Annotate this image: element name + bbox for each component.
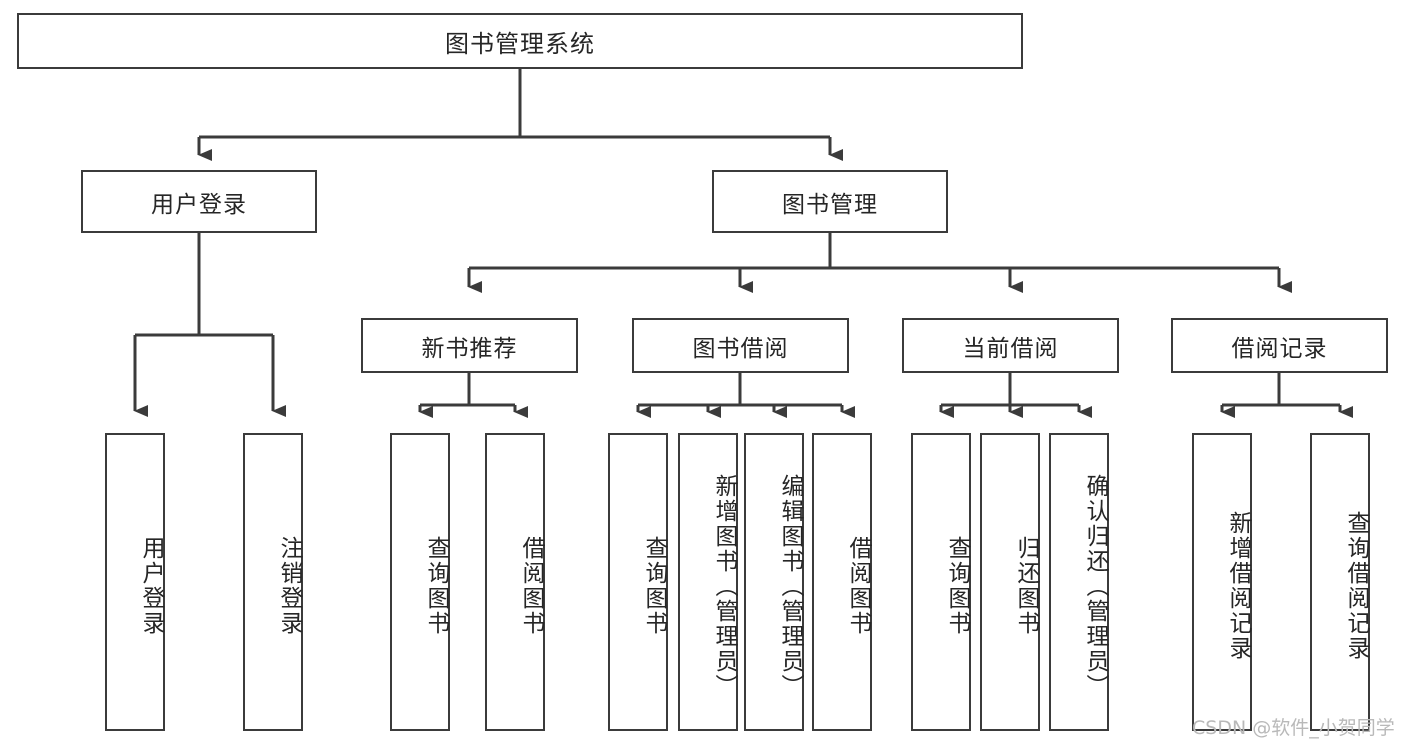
leaf-label: 注销登录	[276, 536, 302, 636]
leaf-label: 查询图书	[641, 536, 667, 636]
leaf-label: 新增图书（管理员）	[711, 473, 737, 699]
node-book-borrow[interactable]: 图书借阅	[632, 318, 849, 373]
node-label: 新书推荐	[421, 335, 518, 362]
leaf-label: 确认归还（管理员）	[1082, 473, 1108, 699]
leaf-query-borrow-record[interactable]: 查询借阅记录	[1310, 433, 1370, 731]
leaf-borrow-book-recommend[interactable]: 借阅图书	[485, 433, 545, 731]
node-label: 用户登录	[151, 191, 247, 218]
leaf-confirm-return-admin[interactable]: 确认归还（管理员）	[1049, 433, 1109, 731]
leaf-label: 借阅图书	[518, 536, 544, 636]
leaf-query-book-recommend[interactable]: 查询图书	[390, 433, 450, 731]
leaf-add-book-admin[interactable]: 新增图书（管理员）	[678, 433, 738, 731]
node-book-management[interactable]: 图书管理	[712, 170, 948, 233]
leaf-return-book[interactable]: 归还图书	[980, 433, 1040, 731]
leaf-label: 新增借阅记录	[1225, 511, 1251, 661]
node-label: 借阅记录	[1231, 335, 1328, 362]
leaf-query-book-current[interactable]: 查询图书	[911, 433, 971, 731]
node-label: 图书借阅	[692, 335, 789, 362]
leaf-add-borrow-record[interactable]: 新增借阅记录	[1192, 433, 1252, 731]
leaf-label: 查询图书	[423, 536, 449, 636]
leaf-label: 查询借阅记录	[1343, 511, 1369, 661]
leaf-label: 查询图书	[944, 536, 970, 636]
leaf-label: 编辑图书（管理员）	[777, 473, 803, 699]
node-new-book-recommend[interactable]: 新书推荐	[361, 318, 578, 373]
node-root[interactable]: 图书管理系统	[17, 13, 1023, 69]
node-borrow-record[interactable]: 借阅记录	[1171, 318, 1388, 373]
node-root-label: 图书管理系统	[445, 29, 595, 58]
leaf-label: 借阅图书	[845, 536, 871, 636]
leaf-user-login[interactable]: 用户登录	[105, 433, 165, 731]
node-current-borrow[interactable]: 当前借阅	[902, 318, 1119, 373]
node-label: 当前借阅	[962, 335, 1059, 362]
node-user-login[interactable]: 用户登录	[81, 170, 317, 233]
leaf-borrow-book[interactable]: 借阅图书	[812, 433, 872, 731]
leaf-label: 归还图书	[1013, 536, 1039, 636]
csdn-watermark: CSDN @软件_小贺同学	[1192, 717, 1395, 739]
leaf-edit-book-admin[interactable]: 编辑图书（管理员）	[744, 433, 804, 731]
leaf-label: 用户登录	[138, 536, 164, 636]
leaf-query-book-borrow[interactable]: 查询图书	[608, 433, 668, 731]
leaf-logout[interactable]: 注销登录	[243, 433, 303, 731]
node-label: 图书管理	[782, 191, 878, 218]
